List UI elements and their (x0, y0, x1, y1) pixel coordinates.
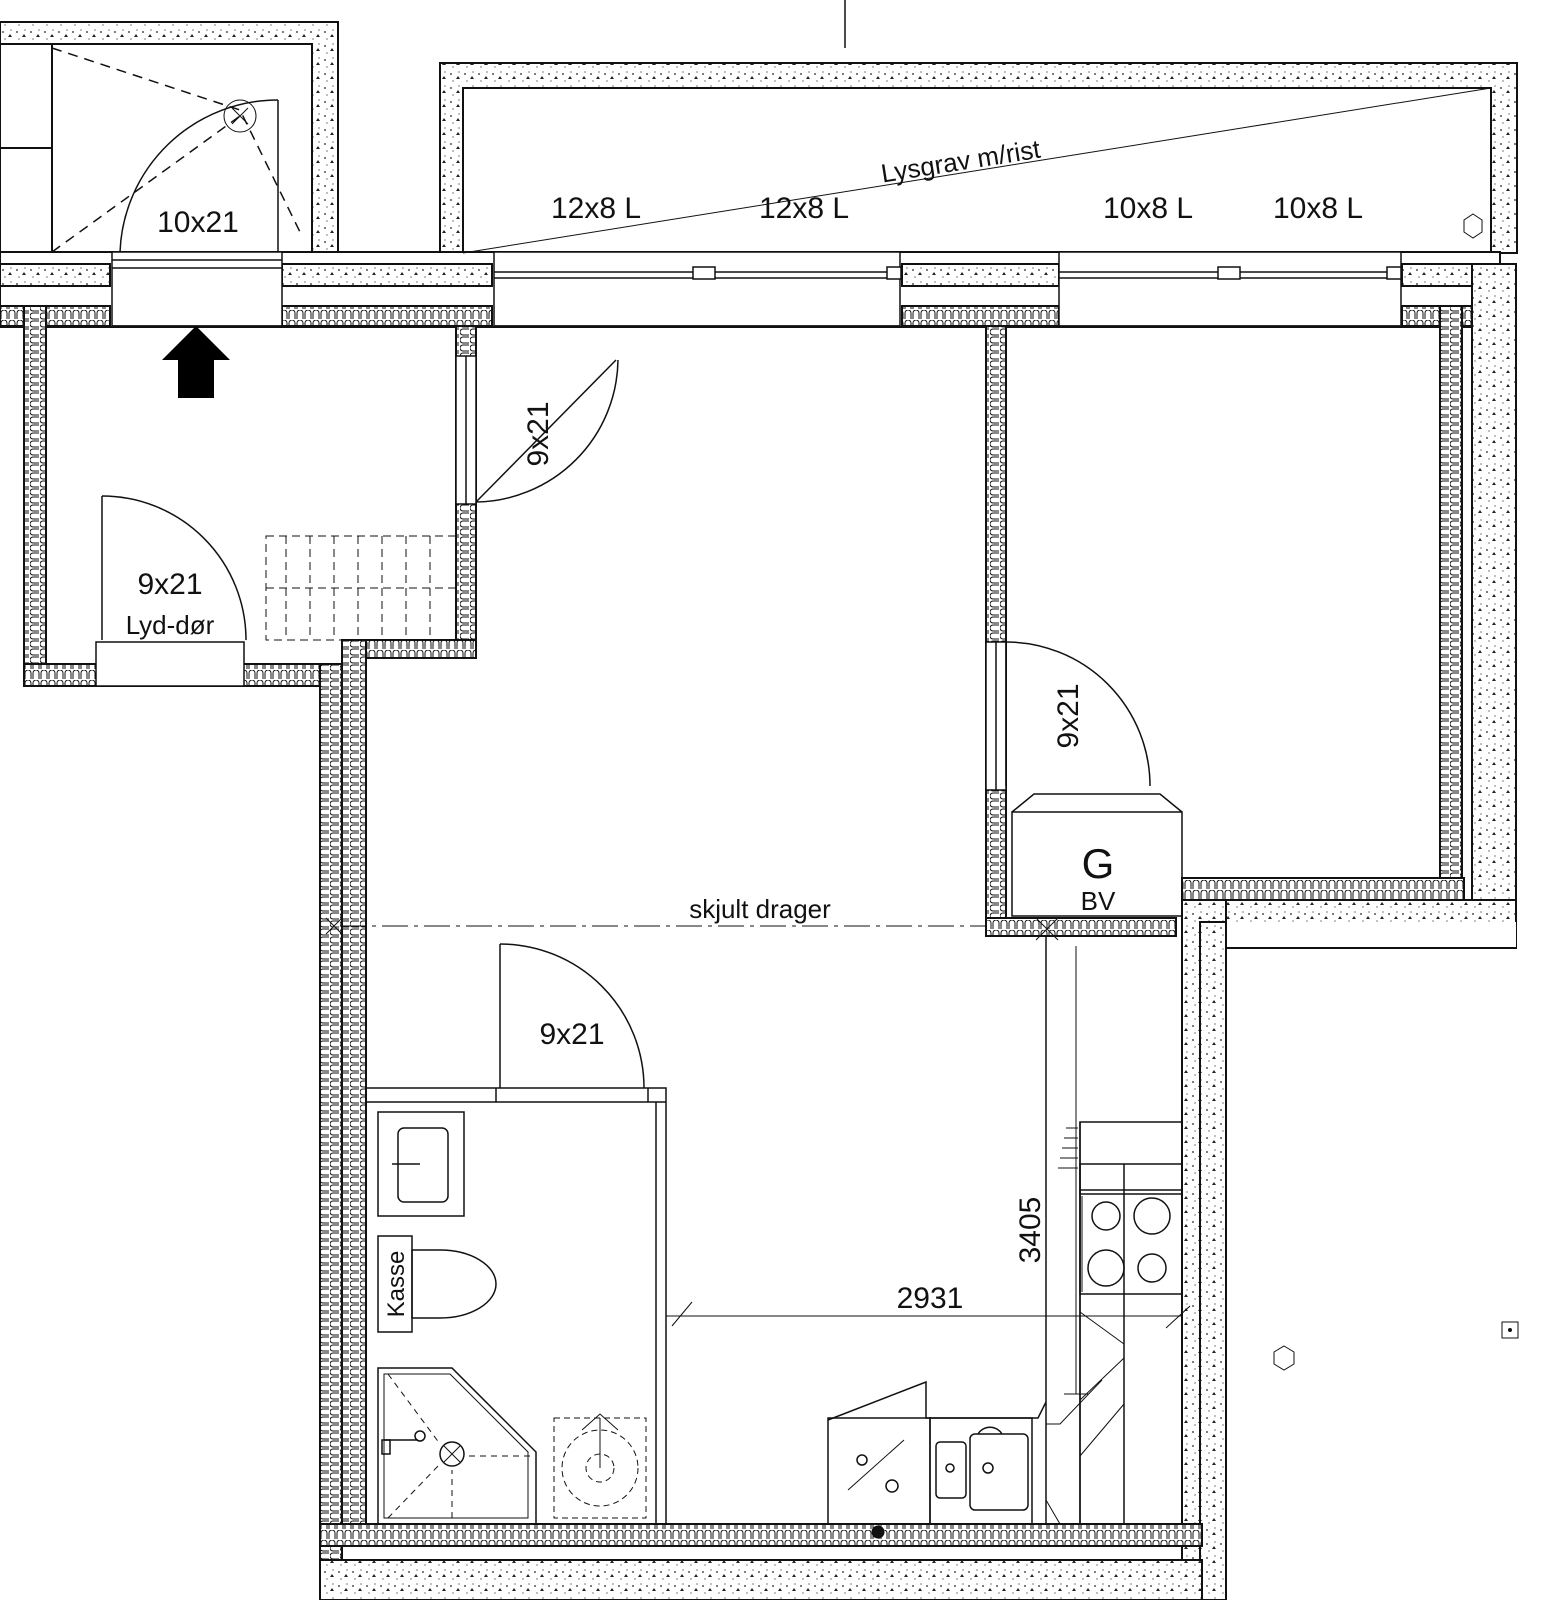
washbasin-icon (377, 1111, 465, 1217)
labels: 10x21 Lysgrav m/rist 12x8 L 12x8 L 10x8 … (126, 134, 1363, 1318)
arrow-up-icon (162, 326, 230, 398)
door-left-label: 9x21 (137, 568, 202, 601)
window-label-1: 12x8 L (551, 192, 641, 225)
beam-label: skjult drager (689, 894, 831, 924)
misc-symbols (223, 99, 1519, 1539)
door-right-label: 9x21 (1052, 683, 1085, 748)
door-top-label: 10x21 (157, 206, 239, 239)
boiler-label: G (1082, 840, 1115, 887)
openings (95, 251, 1402, 791)
toilet-icon (411, 1249, 497, 1319)
window-label-3: 10x8 L (1103, 192, 1193, 225)
kitchen (827, 936, 1183, 1525)
door-left-note: Lyd-dør (126, 610, 215, 640)
wall-bottom (319, 1523, 1203, 1547)
washing-machine-icon (553, 1413, 647, 1519)
window-label-4: 10x8 L (1273, 192, 1363, 225)
cooktop-icon (1079, 1163, 1183, 1524)
door-swings (51, 47, 1151, 1089)
dimension-height: 3405 (1014, 1197, 1047, 1264)
door-hall-label: 9x21 (522, 401, 555, 466)
wall-room (985, 325, 1007, 919)
bathroom (365, 1087, 667, 1525)
door-bath-label: 9x21 (539, 1018, 604, 1051)
boiler-cabinet (1011, 793, 1183, 917)
cistern-label: Kasse (383, 1251, 410, 1318)
window-label-2: 12x8 L (759, 192, 849, 225)
wall-right (1471, 263, 1517, 949)
shower-icon (377, 1367, 537, 1525)
wall-left (23, 305, 47, 687)
dimensions (666, 946, 1191, 1395)
kitchen-sink-icon (929, 1417, 1033, 1525)
stairs (265, 535, 457, 641)
boiler-note: BV (1081, 886, 1116, 916)
dimension-width: 2931 (897, 1282, 964, 1315)
